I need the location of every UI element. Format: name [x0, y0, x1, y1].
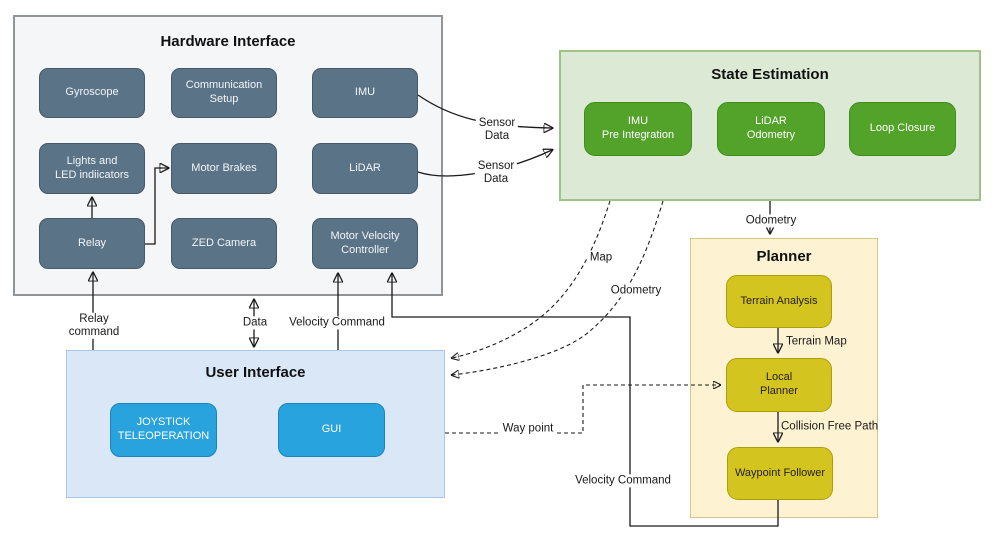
- node-local-planner: Local Planner: [726, 358, 832, 412]
- edge-way-point-to-local-planner: [445, 385, 720, 434]
- node-imu-pre-integration: IMU Pre Integration: [584, 102, 692, 156]
- node-relay: Relay: [39, 218, 145, 269]
- node-lidar-odometry: LiDAR Odometry: [717, 102, 825, 156]
- node-motor-brakes: Motor Brakes: [171, 143, 277, 194]
- node-loop-closure: Loop Closure: [849, 102, 956, 156]
- node-terrain-analysis: Terrain Analysis: [726, 275, 832, 328]
- node-lidar: LiDAR: [312, 143, 418, 194]
- label-way-point: Way point: [499, 422, 557, 436]
- state-estimation-title: State Estimation: [711, 66, 829, 83]
- label-sensor-data-imu: Sensor Data: [475, 116, 519, 144]
- hardware-interface-title: Hardware Interface: [160, 33, 296, 50]
- label-terrain-map: Terrain Map: [786, 335, 847, 348]
- edge-map-to-ui: [452, 200, 611, 358]
- label-data: Data: [239, 316, 271, 330]
- node-gyroscope: Gyroscope: [39, 68, 145, 118]
- user-interface-title: User Interface: [205, 364, 306, 381]
- label-odometry-to-planner: Odometry: [742, 214, 800, 228]
- node-gui: GUI: [278, 403, 385, 457]
- label-velocity-command-ui: Velocity Command: [286, 316, 388, 330]
- node-waypoint-follower: Waypoint Follower: [727, 447, 833, 500]
- node-joystick-teleoperation: JOYSTICK TELEOPERATION: [110, 403, 217, 457]
- label-map: Map: [586, 251, 616, 265]
- label-collision-free-path: Collision Free Path: [781, 420, 879, 433]
- label-sensor-data-lidar: Sensor Data: [474, 159, 518, 187]
- planner-title: Planner: [756, 248, 812, 265]
- node-zed-camera: ZED Camera: [171, 218, 277, 269]
- label-odometry-to-ui: Odometry: [607, 284, 665, 298]
- node-lights-led-indicators: Lights and LED indiicators: [39, 143, 145, 194]
- node-communication-setup: Communication Setup: [171, 68, 277, 118]
- label-velocity-command-planner: Velocity Command: [572, 474, 674, 488]
- node-imu: IMU: [312, 68, 418, 118]
- label-relay-command: Relay command: [65, 312, 123, 340]
- node-motor-velocity-controller: Motor Velocity Controller: [312, 218, 418, 269]
